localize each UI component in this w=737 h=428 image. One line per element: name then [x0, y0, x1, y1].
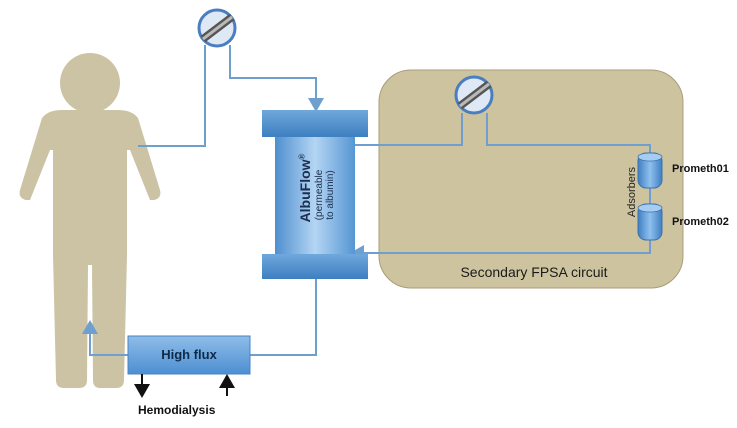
prometh01-label: Prometh01: [672, 163, 729, 175]
adsorber-prometh01: [637, 152, 663, 189]
primary-circuit-lines: [82, 45, 324, 356]
secondary-pump-icon: [454, 75, 494, 115]
prometh02-label: Prometh02: [672, 216, 729, 228]
secondary-circuit-label: Secondary FPSA circuit: [460, 264, 608, 280]
albuflow-label: AlbuFlow®: [297, 153, 313, 223]
secondary-circuit-box: [378, 69, 684, 289]
high-flux-dialyzer: [127, 335, 251, 375]
adsorbers-label: Adsorbers: [626, 166, 638, 218]
adsorber-prometh02: [637, 203, 663, 241]
albuflow-module: [262, 110, 368, 279]
high-flux-label: High flux: [161, 347, 217, 362]
person-silhouette-icon: [19, 53, 161, 388]
secondary-circuit-lines: [350, 113, 651, 261]
hemodialysis-label: Hemodialysis: [138, 403, 216, 417]
pump-icon: [197, 8, 237, 48]
hemodialysis-arrows: [134, 374, 235, 398]
